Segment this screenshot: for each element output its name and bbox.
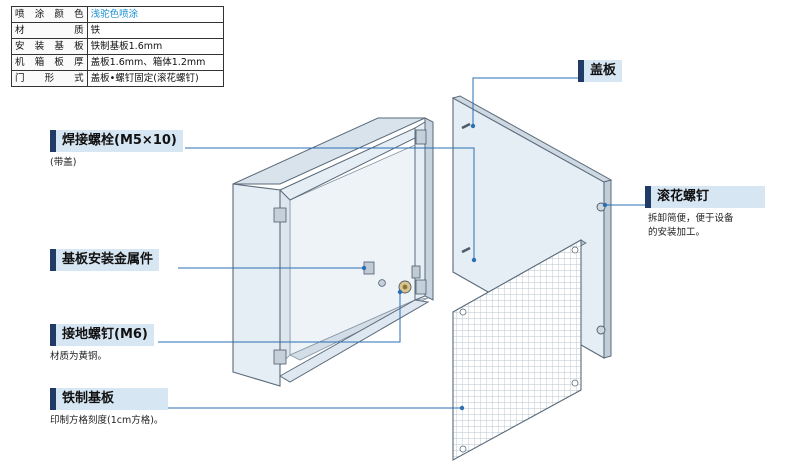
label-knurled-screw: 滚花螺钉: [645, 186, 765, 208]
label-ground-screw: 接地螺钉(M6): [50, 324, 154, 346]
base-plate-hole: [571, 246, 579, 254]
spec-key: 机箱板厚: [11, 54, 88, 71]
leader-dot: [470, 123, 476, 129]
leader-dot: [471, 257, 477, 263]
base-plate-hole: [571, 379, 579, 387]
spec-row: 门形式 盖板•螺钉固定(滚花螺钉): [11, 70, 225, 87]
leader-lines: [158, 77, 645, 409]
spec-row: 材质 铁: [11, 22, 225, 39]
note-ground-screw: 材质为黄铜。: [50, 351, 108, 362]
spec-key: 安装基板: [11, 38, 88, 55]
knurled-screw-shape: [596, 325, 606, 335]
ground-screw-shape: [402, 284, 408, 290]
note-knurled-screw: 拆卸简便，便于设备 的安装加工。: [648, 213, 734, 238]
label-weld-bolt: 焊接螺栓(M5×10): [50, 130, 183, 152]
leader-weld-bolt: [185, 147, 475, 260]
box-rim-right: [414, 121, 426, 301]
weld-bolt-shape: [461, 122, 471, 130]
ground-screw-shape: [378, 279, 386, 287]
box-rim-bottom: [279, 299, 430, 383]
spec-row: 喷涂颜色 浅驼色喷涂: [11, 6, 225, 23]
spec-key: 材质: [11, 22, 88, 39]
label-mount-bracket: 基板安装金属件: [50, 249, 160, 271]
label-cover: 盖板: [578, 60, 623, 82]
leader-ground-screw: [158, 292, 401, 343]
leader-dot: [459, 405, 465, 411]
leader-dot: [397, 289, 403, 295]
base-plate-hole: [459, 308, 467, 316]
spec-table: 喷涂颜色 浅驼色喷涂 材质 铁 安装基板 铁制基板1.6mm 机箱板厚 盖板1.…: [11, 6, 225, 87]
leader-cover: [472, 77, 578, 126]
note-weld-bolt: (带盖): [50, 157, 77, 168]
enclosure-box: [232, 117, 434, 387]
note-base-plate: 印制方格刻度(1cm方格)。: [50, 415, 164, 426]
box-corner-tab: [415, 279, 427, 295]
cover-edge-right: [603, 179, 612, 359]
leader-dots: [361, 123, 608, 411]
box-corner-tab: [415, 129, 427, 145]
base-plate: [452, 239, 587, 461]
leader-dot: [361, 265, 367, 271]
box-corner-tab: [273, 207, 287, 223]
base-plate-hole: [459, 445, 467, 453]
mount-bracket-shape: [411, 265, 421, 279]
box-left-face: [232, 183, 281, 387]
base-plate-face: [452, 239, 582, 461]
spec-row: 安装基板 铁制基板1.6mm: [11, 38, 225, 55]
box-right-face: [424, 117, 434, 301]
spec-row: 机箱板厚 盖板1.6mm、箱体1.2mm: [11, 54, 225, 71]
label-base-plate: 铁制基板: [50, 388, 168, 410]
weld-bolt-shape: [461, 246, 471, 254]
spec-key: 门形式: [11, 70, 88, 87]
box-rim-top: [279, 127, 416, 201]
leader-dot: [602, 202, 608, 208]
box-corner-tab: [273, 349, 287, 365]
spec-key: 喷涂颜色: [11, 6, 88, 23]
spec-value: 盖板•螺钉固定(滚花螺钉): [86, 70, 225, 87]
